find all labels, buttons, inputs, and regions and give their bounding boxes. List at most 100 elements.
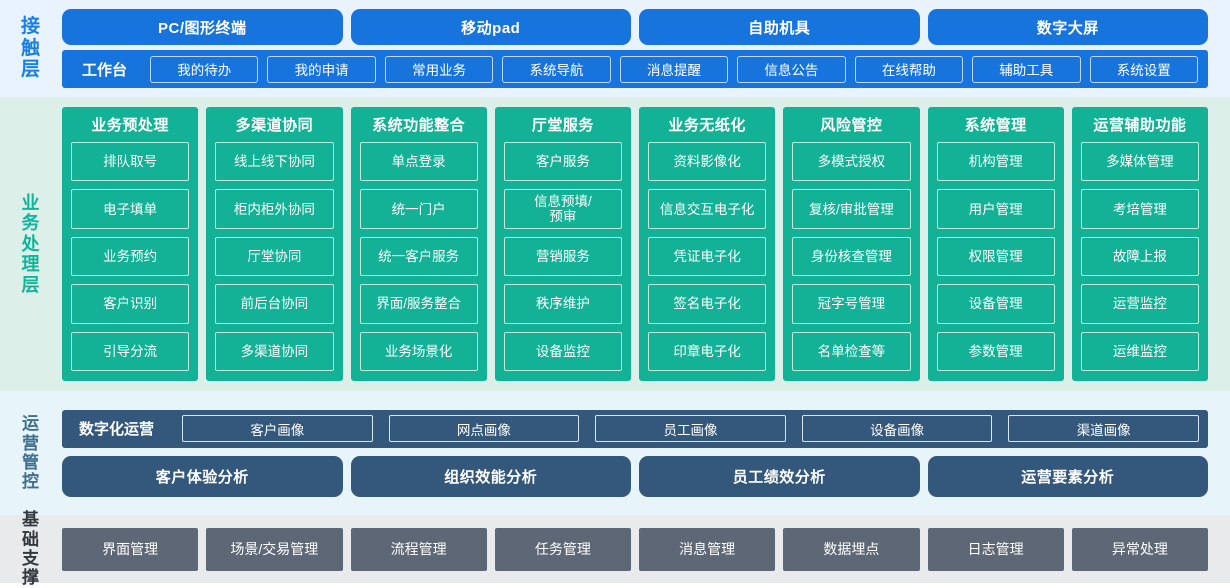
business-column-0: 业务预处理排队取号电子填单业务预约客户识别引导分流 bbox=[62, 107, 199, 381]
workbench-item-6[interactable]: 在线帮助 bbox=[854, 55, 964, 83]
foundation-item-0[interactable]: 界面管理 bbox=[62, 527, 199, 571]
business-column-items-0: 排队取号电子填单业务预约客户识别引导分流 bbox=[71, 142, 190, 372]
workbench-item-2[interactable]: 常用业务 bbox=[384, 55, 494, 83]
analysis-item-0[interactable]: 客户体验分析 bbox=[62, 455, 343, 497]
business-layer-body: 业务预处理排队取号电子填单业务预约客户识别引导分流多渠道协同线上线下协同柜内柜外… bbox=[62, 107, 1208, 381]
business-item-6-1[interactable]: 用户管理 bbox=[936, 189, 1055, 229]
analysis-item-1[interactable]: 组织效能分析 bbox=[350, 455, 631, 497]
business-item-5-1[interactable]: 复核/审批管理 bbox=[792, 189, 911, 229]
business-item-3-1[interactable]: 信息预填/ 预审 bbox=[503, 189, 622, 229]
business-column-items-6: 机构管理用户管理权限管理设备管理参数管理 bbox=[936, 142, 1055, 372]
workbench-item-5[interactable]: 信息公告 bbox=[737, 55, 846, 83]
business-item-7-4[interactable]: 运维监控 bbox=[1080, 331, 1199, 372]
business-item-6-0[interactable]: 机构管理 bbox=[936, 142, 1055, 182]
business-column-7: 运营辅助功能多媒体管理考培管理故障上报运营监控运维监控 bbox=[1071, 107, 1208, 381]
business-column-items-3: 客户服务信息预填/ 预审营销服务秩序维护设备监控 bbox=[503, 142, 622, 372]
foundation-layer-label-text: 基础支撑 bbox=[22, 510, 40, 588]
business-item-2-0[interactable]: 单点登录 bbox=[359, 142, 478, 182]
business-column-5: 风险管控多模式授权复核/审批管理身份核查管理冠字号管理名单检查等 bbox=[783, 107, 920, 381]
channel-pill-2[interactable]: 自助机具 bbox=[639, 9, 920, 45]
business-item-5-3[interactable]: 冠字号管理 bbox=[792, 284, 911, 324]
foundation-item-5[interactable]: 数据埋点 bbox=[783, 527, 920, 571]
business-item-7-0[interactable]: 多媒体管理 bbox=[1080, 142, 1199, 182]
foundation-item-6[interactable]: 日志管理 bbox=[927, 527, 1064, 571]
business-item-7-2[interactable]: 故障上报 bbox=[1080, 236, 1199, 277]
business-item-6-4[interactable]: 参数管理 bbox=[936, 331, 1055, 372]
business-item-5-4[interactable]: 名单检查等 bbox=[792, 331, 911, 372]
foundation-item-2[interactable]: 流程管理 bbox=[350, 527, 487, 571]
business-item-0-1[interactable]: 电子填单 bbox=[71, 189, 190, 229]
business-item-1-0[interactable]: 线上线下协同 bbox=[215, 142, 334, 182]
portrait-item-0[interactable]: 客户画像 bbox=[182, 415, 373, 442]
workbench-item-8[interactable]: 系统设置 bbox=[1089, 55, 1198, 83]
workbench-chip-group: 我的待办我的申请常用业务系统导航消息提醒信息公告在线帮助辅助工具系统设置 bbox=[150, 55, 1198, 83]
business-item-5-2[interactable]: 身份核查管理 bbox=[792, 236, 911, 277]
business-column-title-7: 运营辅助功能 bbox=[1093, 117, 1187, 134]
business-item-1-3[interactable]: 前后台协同 bbox=[215, 284, 334, 324]
business-item-2-2[interactable]: 统一客户服务 bbox=[359, 236, 478, 277]
workbench-item-0[interactable]: 我的待办 bbox=[150, 55, 259, 83]
foundation-layer-body: 界面管理场景/交易管理流程管理任务管理消息管理数据埋点日志管理异常处理 bbox=[62, 527, 1208, 571]
business-item-1-4[interactable]: 多渠道协同 bbox=[215, 331, 334, 372]
business-item-4-2[interactable]: 凭证电子化 bbox=[648, 236, 767, 277]
business-item-0-3[interactable]: 客户识别 bbox=[71, 284, 190, 324]
channel-pill-0[interactable]: PC/图形终端 bbox=[62, 9, 343, 45]
business-item-3-3[interactable]: 秩序维护 bbox=[503, 284, 622, 324]
analysis-item-3[interactable]: 运营要素分析 bbox=[927, 455, 1208, 497]
business-item-4-3[interactable]: 签名电子化 bbox=[648, 284, 767, 324]
business-column-title-0: 业务预处理 bbox=[91, 117, 169, 134]
business-column-title-5: 风险管控 bbox=[820, 117, 883, 134]
business-item-0-4[interactable]: 引导分流 bbox=[71, 331, 190, 372]
business-item-0-2[interactable]: 业务预约 bbox=[71, 236, 190, 277]
portrait-item-1[interactable]: 网点画像 bbox=[388, 415, 580, 442]
foundation-layer-label: 基础支撑 bbox=[0, 510, 62, 588]
business-item-2-3[interactable]: 界面/服务整合 bbox=[359, 284, 478, 324]
foundation-item-1[interactable]: 场景/交易管理 bbox=[206, 527, 343, 571]
business-item-6-2[interactable]: 权限管理 bbox=[936, 236, 1055, 277]
business-item-3-4[interactable]: 设备监控 bbox=[503, 331, 622, 372]
business-item-7-1[interactable]: 考培管理 bbox=[1080, 189, 1199, 229]
channel-pill-3[interactable]: 数字大屏 bbox=[927, 9, 1208, 45]
business-item-1-2[interactable]: 厅堂协同 bbox=[215, 236, 334, 277]
business-item-7-3[interactable]: 运营监控 bbox=[1080, 284, 1199, 324]
workbench-item-4[interactable]: 消息提醒 bbox=[619, 55, 729, 83]
analysis-row: 客户体验分析组织效能分析员工绩效分析运营要素分析 bbox=[62, 455, 1208, 497]
business-item-4-4[interactable]: 印章电子化 bbox=[648, 331, 767, 372]
business-column-items-1: 线上线下协同柜内柜外协同厅堂协同前后台协同多渠道协同 bbox=[215, 142, 334, 372]
portrait-chip-group: 客户画像网点画像员工画像设备画像渠道画像 bbox=[182, 415, 1199, 442]
business-item-2-1[interactable]: 统一门户 bbox=[359, 189, 478, 229]
business-column-6: 系统管理机构管理用户管理权限管理设备管理参数管理 bbox=[927, 107, 1064, 381]
foundation-item-4[interactable]: 消息管理 bbox=[639, 527, 776, 571]
business-item-4-0[interactable]: 资料影像化 bbox=[648, 142, 767, 182]
business-column-title-2: 系统功能整合 bbox=[372, 117, 466, 134]
channel-pill-1[interactable]: 移动pad bbox=[350, 9, 631, 45]
analysis-item-2[interactable]: 员工绩效分析 bbox=[639, 455, 920, 497]
business-column-items-4: 资料影像化信息交互电子化凭证电子化签名电子化印章电子化 bbox=[648, 142, 767, 372]
business-item-0-0[interactable]: 排队取号 bbox=[71, 142, 190, 182]
workbench-item-1[interactable]: 我的申请 bbox=[267, 55, 376, 83]
workbench-item-3[interactable]: 系统导航 bbox=[502, 55, 611, 83]
business-item-4-1[interactable]: 信息交互电子化 bbox=[648, 189, 767, 229]
business-item-3-2[interactable]: 营销服务 bbox=[503, 236, 622, 277]
business-item-3-0[interactable]: 客户服务 bbox=[503, 142, 622, 182]
business-column-4: 业务无纸化资料影像化信息交互电子化凭证电子化签名电子化印章电子化 bbox=[639, 107, 776, 381]
business-column-title-6: 系统管理 bbox=[964, 117, 1027, 134]
business-column-2: 系统功能整合单点登录统一门户统一客户服务界面/服务整合业务场景化 bbox=[350, 107, 487, 381]
business-column-items-5: 多模式授权复核/审批管理身份核查管理冠字号管理名单检查等 bbox=[792, 142, 911, 372]
business-item-6-3[interactable]: 设备管理 bbox=[936, 284, 1055, 324]
foundation-item-7[interactable]: 异常处理 bbox=[1071, 527, 1208, 571]
portrait-item-2[interactable]: 员工画像 bbox=[595, 415, 786, 442]
portrait-item-3[interactable]: 设备画像 bbox=[801, 415, 993, 442]
portrait-item-4[interactable]: 渠道画像 bbox=[1008, 415, 1199, 442]
digital-operations-title: 数字化运营 bbox=[79, 421, 155, 438]
workbench-item-7[interactable]: 辅助工具 bbox=[972, 55, 1081, 83]
operations-layer-label: 运营管控 bbox=[0, 414, 62, 492]
foundation-layer: 基础支撑 界面管理场景/交易管理流程管理任务管理消息管理数据埋点日志管理异常处理 bbox=[0, 510, 1230, 587]
foundation-item-3[interactable]: 任务管理 bbox=[494, 527, 631, 571]
business-item-2-4[interactable]: 业务场景化 bbox=[359, 331, 478, 372]
business-item-1-1[interactable]: 柜内柜外协同 bbox=[215, 189, 334, 229]
business-item-5-0[interactable]: 多模式授权 bbox=[792, 142, 911, 182]
